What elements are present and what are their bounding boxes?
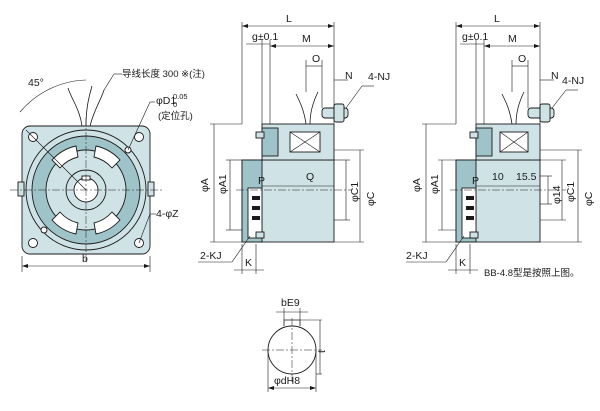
angle-label: 45°	[28, 77, 44, 89]
bore-dia-label: φdH8	[274, 375, 300, 387]
front-window-4	[51, 211, 79, 235]
right-10: 10	[492, 171, 504, 183]
left-C: φC	[365, 191, 377, 206]
side-view-right: L g±0.1 M O N 4-NJ φA φA1 P 10 15.5	[406, 13, 595, 279]
corner-hole-tr	[134, 132, 144, 142]
front-lead-wires	[67, 85, 105, 127]
left-N: N	[345, 70, 353, 82]
left-Q: Q	[306, 171, 314, 183]
right-hub	[461, 187, 477, 239]
left-hub	[247, 187, 263, 239]
right-g: g±0.1	[462, 31, 488, 43]
left-tab	[17, 181, 25, 197]
front-view: 45° 导线长度 300 ※(注) φD1 0.05 0 (定位孔) 4-φZ …	[10, 68, 205, 272]
left-M: M	[302, 33, 311, 45]
left-KJ: 2-KJ	[200, 250, 222, 262]
right-A: φA	[411, 178, 423, 192]
left-P: P	[258, 175, 265, 187]
right-KJ: 2-KJ	[406, 250, 428, 262]
right-P: P	[472, 175, 479, 187]
left-side-disc	[261, 127, 279, 157]
right-C1: φC1	[565, 182, 577, 202]
pin-hole-note: (定位孔)	[158, 110, 193, 122]
pin-hole-tol-upper: 0.05	[173, 92, 188, 101]
left-g: g±0.1	[252, 31, 278, 43]
left-NJ: 4-NJ	[368, 71, 390, 83]
left-C1: φC1	[349, 182, 361, 202]
pin-hole-label: φD1	[156, 95, 176, 107]
right-NJ: 4-NJ	[562, 75, 584, 87]
bore-t-label: t	[316, 350, 328, 353]
bb-note: BB-4.8型是按照上图。	[484, 267, 580, 279]
right-14: φ14	[551, 185, 563, 204]
right-N: N	[551, 70, 559, 82]
right-L: L	[494, 13, 500, 25]
hole-label: 4-φZ	[156, 208, 179, 220]
right-K: K	[459, 257, 466, 269]
front-window-2	[93, 145, 121, 169]
bore-detail: bE9 t φdH8	[262, 297, 328, 392]
right-tab	[147, 181, 155, 197]
left-L: L	[286, 13, 292, 25]
pin-hole-tol-lower: 0	[173, 100, 177, 109]
angle-arc	[19, 79, 87, 113]
pin-hole-2	[40, 226, 48, 234]
left-O: O	[312, 53, 320, 65]
leadwire-note: 导线长度 300 ※(注)	[122, 68, 205, 80]
front-window-3	[93, 211, 121, 235]
left-K: K	[245, 257, 252, 269]
corner-hole-bl	[28, 238, 38, 248]
bore-width-label: bE9	[281, 297, 300, 309]
side-view-left: L g±0.1 M O N 4-NJ φA φA1 P Q φC1	[198, 13, 390, 274]
right-A1: φA1	[429, 174, 441, 194]
right-M: M	[508, 33, 517, 45]
left-A: φA	[199, 178, 211, 192]
right-15-5: 15.5	[516, 171, 537, 183]
right-O: O	[518, 53, 526, 65]
left-A1: φA1	[217, 174, 229, 194]
bottom-dim-label: b	[82, 253, 88, 265]
right-C: φC	[583, 191, 595, 206]
